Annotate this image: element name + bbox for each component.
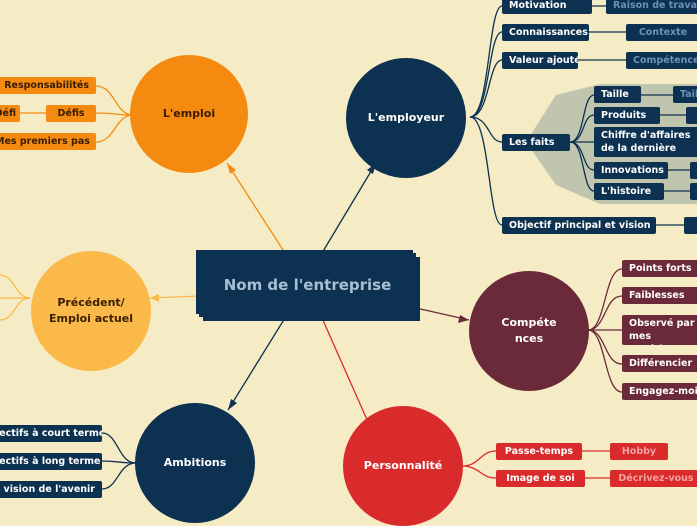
emploi-label: L'emploi [162,107,216,121]
ambitions-label: Ambitions [163,456,227,470]
personnalite-label: Personnalité [363,459,443,473]
central-title: Nom de l'entreprise [223,275,392,294]
node-emploi[interactable]: L'emploi [130,55,248,173]
node-competences[interactable]: Compétences [469,271,589,391]
node-faiblesses[interactable]: Faiblesses [622,287,697,304]
node-passe-temps[interactable]: Passe-temps [496,443,582,460]
node-innovations-child[interactable] [690,162,697,179]
node-premiers-pas[interactable]: Mes premiers pas [0,133,96,150]
node-contexte[interactable]: Contexte [626,24,697,41]
node-histoire[interactable]: L'histoire [594,183,664,200]
node-employeur[interactable]: L'employeur [346,58,466,178]
node-competences-sub[interactable]: Compétences [626,52,697,69]
node-vision[interactable]: Ma vision de l'avenir [0,481,102,498]
node-produits-child[interactable] [686,107,697,124]
link-ambitions [227,317,286,411]
node-ambitions[interactable]: Ambitions [135,403,255,523]
node-taille-sub[interactable]: Taille [673,86,697,103]
node-raison[interactable]: Raison de travail [606,0,697,14]
node-engagez[interactable]: Engagez-moi [622,383,697,400]
node-valeur[interactable]: Valeur ajoutée [502,52,578,69]
node-objectif-child[interactable] [684,217,697,234]
node-court-terme[interactable]: Objectifs à court terme [0,425,102,442]
node-objectif[interactable]: Objectif principal et vision [502,217,656,234]
node-taille[interactable]: Taille [594,86,641,103]
node-long-terme[interactable]: Objectifs à long terme [0,453,102,470]
node-motivation[interactable]: Motivation [502,0,592,14]
central-topic[interactable]: Nom de l'entreprise [199,253,416,317]
node-defi-sub[interactable]: Défi [0,105,20,122]
node-hobby[interactable]: Hobby [610,443,668,460]
node-connaissances[interactable]: Connaissances [502,24,589,41]
node-faits[interactable]: Les faits [502,134,570,151]
competences-label: Compétences [501,316,557,345]
node-chiffre[interactable]: Chiffre d'affaires de la dernière [594,127,697,157]
node-image-de-soi[interactable]: Image de soi [496,470,585,487]
node-personnalite[interactable]: Personnalité [343,406,463,526]
node-observe[interactable]: Observé par mes supérieurs [622,315,697,345]
node-produits[interactable]: Produits [594,107,660,124]
link-emploi [226,162,286,254]
node-precedent[interactable]: Précédent/ Emploi actuel [31,251,151,371]
link-employeur [321,162,377,254]
node-histoire-child[interactable] [690,183,697,200]
precedent-label: Précédent/ Emploi actuel [48,296,134,325]
node-points-forts[interactable]: Points forts [622,260,697,277]
node-differencier[interactable]: Différencier [622,355,697,372]
node-innovations[interactable]: Innovations [594,162,668,179]
node-decrivez[interactable]: Décrivez-vous [610,470,697,487]
employeur-label: L'employeur [367,111,445,125]
node-responsabilites[interactable]: Responsabilités [0,77,96,94]
node-defis[interactable]: Défis [46,105,96,122]
